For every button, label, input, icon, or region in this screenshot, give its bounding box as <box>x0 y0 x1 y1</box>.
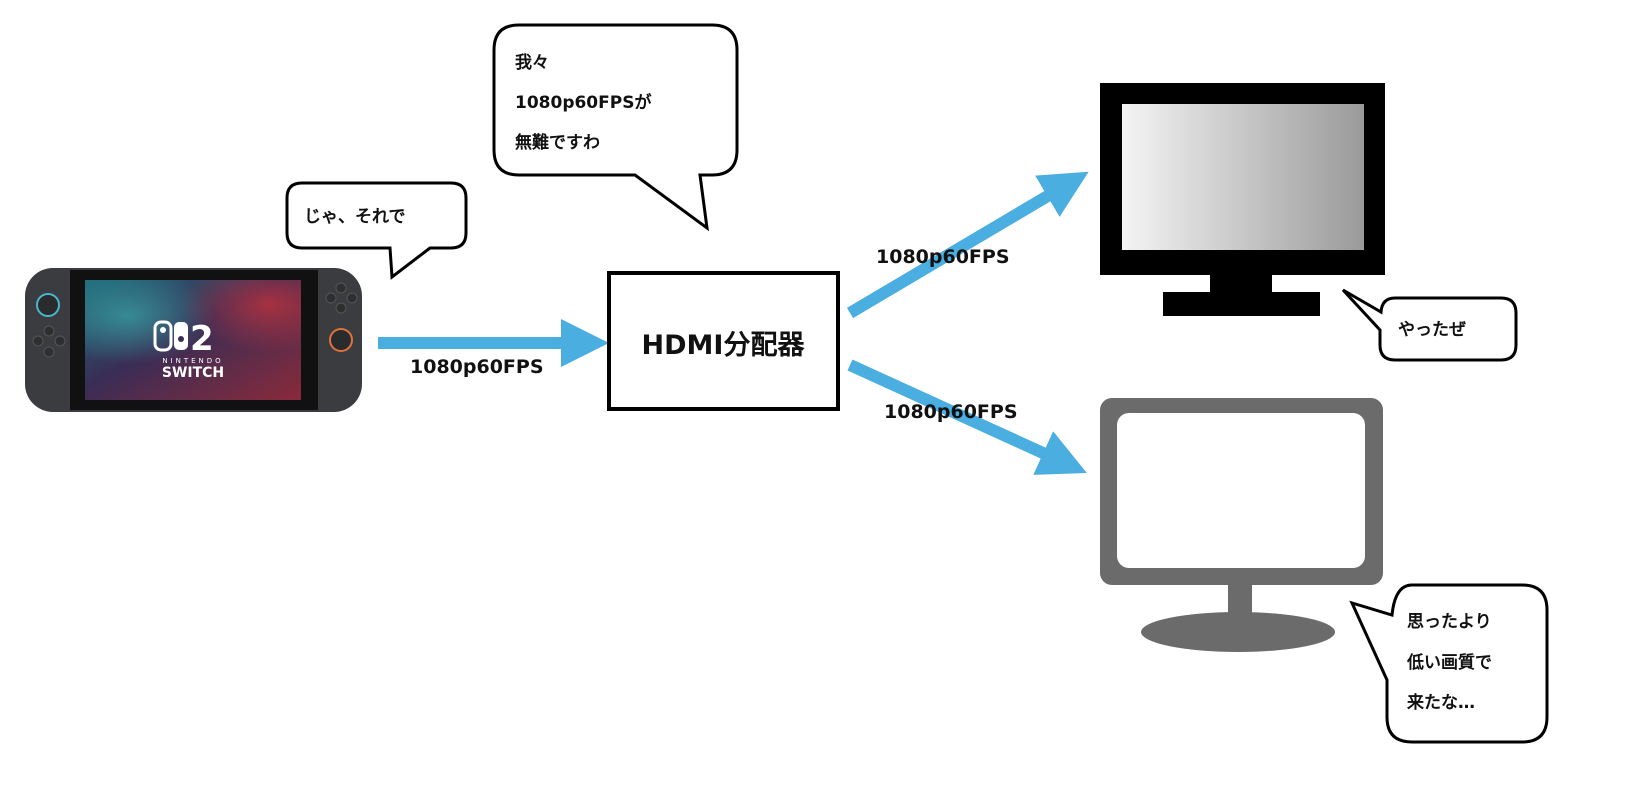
splitter-label: HDMI分配器 <box>642 330 806 361</box>
bubble-text: 来たな… <box>1406 692 1475 713</box>
link-label-out-bottom: 1080p60FPS <box>884 401 1018 423</box>
speech-bubble-tv1: やったぜ <box>1341 288 1518 362</box>
logo-bottom: SWITCH <box>162 365 224 381</box>
logo-top: NINTENDO <box>162 357 223 365</box>
left-stick-icon <box>36 293 60 317</box>
tv-monitor-2 <box>1100 398 1383 652</box>
dpad-icon <box>32 325 66 358</box>
logo-number: 2 <box>190 319 214 359</box>
speech-bubble-splitter: 我々 1080p60FPSが 無難ですわ <box>492 23 739 232</box>
bubble-text: じゃ、それで <box>304 207 406 227</box>
bubble-text: 1080p60FPSが <box>515 92 651 113</box>
bubble-text: 低い画質で <box>1406 652 1492 673</box>
bubble-text: 思ったより <box>1407 612 1492 632</box>
bubble-text: 無難ですわ <box>515 132 600 153</box>
face-buttons-icon <box>325 282 358 314</box>
link-label-input: 1080p60FPS <box>410 356 544 378</box>
hdmi-splitter-box: HDMI分配器 <box>607 271 840 411</box>
nintendo-switch-device: 2 NINTENDO SWITCH <box>25 268 362 412</box>
speech-bubble-tv2: 思ったより 低い画質で 来たな… <box>1349 583 1549 744</box>
bubble-text: やったぜ <box>1398 320 1466 340</box>
link-label-out-top: 1080p60FPS <box>876 246 1010 268</box>
arrow-out-bottom <box>847 359 1087 475</box>
bubble-text: 我々 <box>515 53 549 73</box>
tv-monitor-1 <box>1100 83 1385 316</box>
arrow-out-top <box>846 171 1089 319</box>
speech-bubble-switch: じゃ、それで <box>285 181 468 280</box>
right-stick-icon <box>329 328 353 352</box>
switch-logo-icon: 2 NINTENDO SWITCH <box>153 319 224 381</box>
